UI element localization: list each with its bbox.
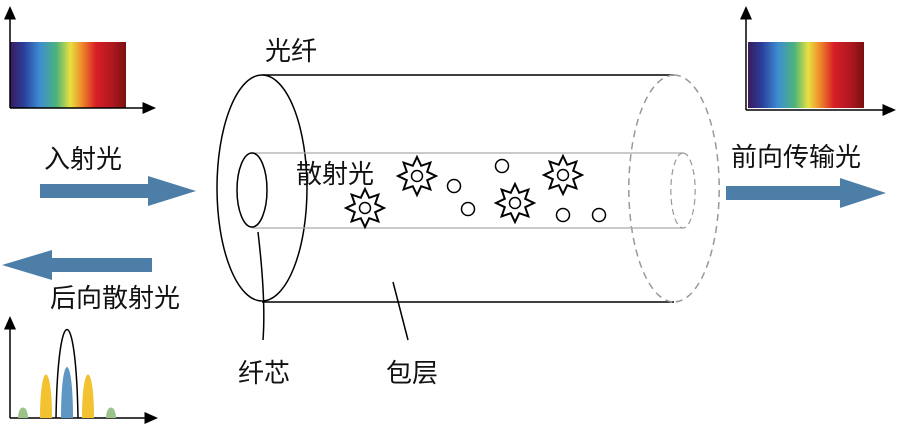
core-label: 纤芯 [238, 359, 290, 389]
peak-yellow-left [40, 374, 52, 418]
peak-yellow-right [82, 374, 94, 418]
scattered-light-label: 散射光 [296, 160, 374, 190]
forward-light-label: 前向传输光 [731, 143, 861, 173]
peak-green-left [18, 407, 28, 418]
core-front-face [236, 152, 268, 228]
backscatter-arrow [2, 250, 152, 280]
scatter-circle-icon [446, 178, 462, 194]
spectrum-icon [748, 42, 864, 108]
scatter-circle-icon [591, 207, 607, 223]
scatterers [343, 153, 607, 230]
scatter-circle-icon [494, 158, 510, 174]
scatter-star-icon [493, 181, 537, 225]
scatter-circle-icon [460, 201, 476, 217]
backscatter-spectrum-plot [3, 316, 158, 424]
scatter-star-icon [395, 154, 439, 198]
forward-arrow [726, 178, 886, 208]
input-spectrum-plot [3, 6, 156, 114]
peak-green-right [106, 407, 116, 418]
spectrum-icon [10, 42, 126, 108]
scatter-star-icon [541, 153, 585, 197]
core-leader-line [257, 231, 265, 341]
scatter-circle-icon [555, 207, 571, 223]
fiber-back-face [673, 74, 720, 303]
core-back-face [682, 152, 696, 229]
cladding-leader-line [392, 281, 409, 341]
cladding-label: 包层 [386, 359, 438, 389]
incident-light-label: 入射光 [44, 145, 122, 175]
scatter-star-icon [343, 186, 387, 230]
incident-arrow [40, 176, 196, 206]
fiber-label: 光纤 [265, 37, 317, 67]
fiber-cylinder [216, 74, 720, 303]
backscatter-light-label: 后向散射光 [50, 284, 180, 314]
peak-blue-center [61, 367, 73, 418]
peak-outline-center [55, 328, 79, 419]
output-spectrum-plot [740, 6, 896, 116]
